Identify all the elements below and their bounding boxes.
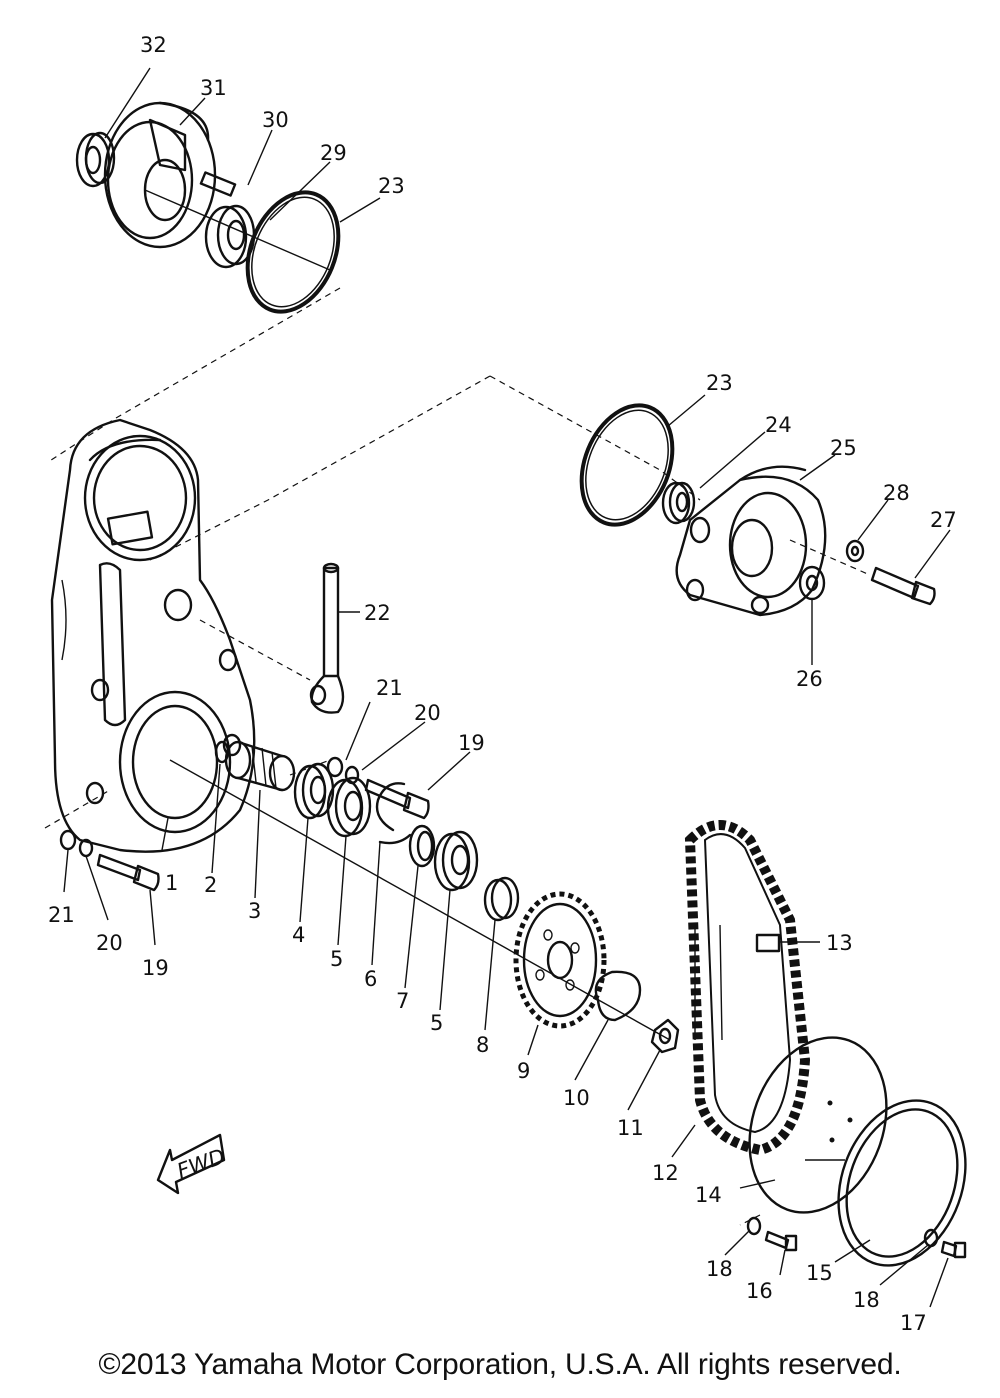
oil-seal-32 [75,131,116,188]
bolt-27 [870,566,936,606]
o-ring-23-right [579,403,675,527]
callout-2: 2 [204,873,217,897]
callout-22: 22 [364,601,391,625]
fwd-arrow-icon: FWD [156,1133,228,1195]
sleeve-3 [224,740,296,792]
fwd-label: FWD [174,1144,228,1183]
callout-12: 12 [652,1161,679,1185]
washer-28 [845,539,865,563]
callout-31: 31 [200,76,227,100]
callout-7: 7 [396,989,409,1013]
sprocket-9 [513,891,607,1029]
washer-18-left [746,1216,762,1236]
exploded-parts-diagram: FWD [44,33,967,1335]
callout-18b: 18 [853,1288,880,1312]
o-ring-23-top [245,190,341,314]
leader-lines [63,67,951,1308]
callout-23a: 23 [378,174,405,198]
callout-16: 16 [746,1279,773,1303]
callout-24: 24 [765,413,792,437]
gasket-14 [748,1036,888,1214]
oil-seal-24 [661,481,696,525]
callout-26: 26 [796,667,823,691]
callout-19b: 19 [458,731,485,755]
nut-11 [650,1018,680,1054]
callout-13: 13 [826,931,853,955]
cover-plate-15 [837,1099,967,1267]
oil-seal-4 [293,762,335,820]
bearing-housing-25 [675,465,827,617]
callout-21b: 21 [376,676,403,700]
bolt-17 [940,1240,967,1259]
callout-23b: 23 [706,371,733,395]
copyright-notice: ©2013 Yamaha Motor Corporation, U.S.A. A… [98,1348,902,1381]
bearing-5a [326,776,372,838]
washer-21-right [326,756,344,778]
callout-27: 27 [930,508,957,532]
callout-20a: 20 [96,931,123,955]
callout-11: 11 [617,1116,644,1140]
pin-30 [199,171,237,197]
callout-28: 28 [883,481,910,505]
callout-10: 10 [563,1086,590,1110]
spacer-8 [483,876,520,922]
shim-7 [408,824,436,868]
bolt-19-right [364,778,430,820]
lock-washer-10 [594,970,642,1022]
callout-5a: 5 [330,947,343,971]
circlip-6 [375,782,412,845]
bolt-19-left [96,853,160,892]
callout-19a: 19 [142,956,169,980]
chaincase-housing-1 [50,418,256,853]
callout-32: 32 [140,33,167,57]
callout-29: 29 [320,141,347,165]
chain-tensioner-13 [755,933,781,953]
bearing-5b [433,830,479,892]
callout-9: 9 [517,1059,530,1083]
drive-chain-12 [684,820,811,1156]
washer-18-right [923,1228,939,1248]
callout-20b: 20 [414,701,441,725]
callout-17: 17 [900,1311,927,1335]
callout-3: 3 [248,899,261,923]
callout-30: 30 [262,108,289,132]
callout-25: 25 [830,436,857,460]
washer-26 [798,565,826,601]
bolt-16 [764,1230,798,1252]
washer-20-right [344,765,360,785]
callout-15: 15 [806,1261,833,1285]
callout-8: 8 [476,1033,489,1057]
callout-4: 4 [292,923,305,947]
callout-1: 1 [165,871,178,895]
callout-6: 6 [364,967,377,991]
callout-14: 14 [695,1183,722,1207]
bearing-housing-cover-31 [103,101,217,249]
callout-5b: 5 [430,1011,443,1035]
callout-labels: 1 2 3 4 5 5 6 7 8 9 10 11 12 13 14 15 16… [48,33,957,1335]
washer-21-left [59,829,77,851]
dipstick-22 [309,562,345,714]
callout-18a: 18 [706,1257,733,1281]
callout-21a: 21 [48,903,75,927]
